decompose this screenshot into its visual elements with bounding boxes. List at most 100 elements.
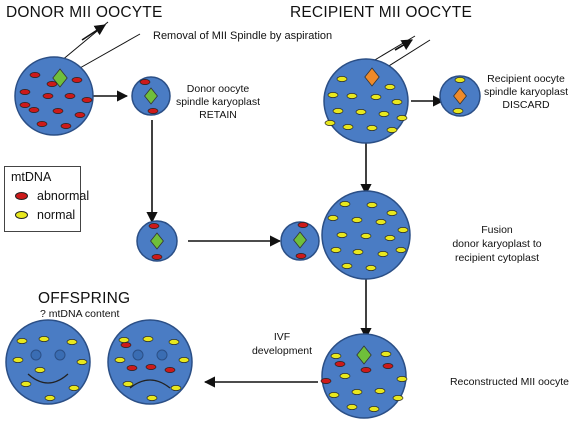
reconstructed-label: Reconstructed MII oocyte [449,376,570,388]
offspring-1-eye [54,349,66,361]
offspring-2-eye [156,349,168,361]
fusion-karyoplast-spindle [293,231,307,249]
removal-label: Removal of MII Spindle by aspiration [153,30,333,42]
normal-mtdna [68,385,80,391]
abnormal-mtdna [71,77,83,83]
recipient-spindle [364,67,380,87]
normal-mtdna [368,406,380,412]
normal-mtdna [391,99,403,105]
abnormal-mtdna [297,222,309,228]
normal-mtdna [346,404,358,410]
abnormal-mtdna [74,112,86,118]
recipient-header: RECIPIENT MII OOCYTE [290,4,472,21]
donor-aspiration-arrow [81,24,106,41]
fusion-line1: Fusion [481,224,513,236]
normal-mtdna [375,219,387,225]
normal-mtdna [366,202,378,208]
abnormal-mtdna [36,121,48,127]
normal-mtdna [339,201,351,207]
normal-mtdna [352,249,364,255]
donor-karyoplast-line3: RETAIN [199,109,237,121]
offspring-2-frown [129,379,171,389]
legend-abnormal-label: abnormal [37,189,90,203]
donor-oocyte [14,56,94,136]
donor-header: DONOR MII OOCYTE [6,4,163,21]
normal-mtdna [330,353,342,359]
normal-mtdna [454,77,466,83]
normal-mtdna [330,247,342,253]
normal-mtdna [396,376,408,382]
mtdna-legend: mtDNA abnormal normal [4,166,89,232]
abnormal-mtdna [120,342,132,348]
recipient-karyoplast-spindle [453,87,467,105]
abnormal-mtdna [42,93,54,99]
normal-mtdna [342,124,354,130]
abnormal-mtdna [151,254,163,260]
normal-mtdna [328,392,340,398]
donor-karyoplast-line2: spindle karyoplast [175,96,261,108]
abnormal-mtdna [148,223,160,229]
offspring-2-eye [132,349,144,361]
recipient-karyoplast-line2: spindle karyoplast [483,86,569,98]
normal-mtdna [351,389,363,395]
normal-mtdna [452,108,464,114]
normal-mtdna [38,336,50,342]
karyoplast-before-fusion-spindle [150,232,164,250]
reconstructed-spindle [356,345,372,365]
donor-karyoplast-line1: Donor oocyte [186,83,250,95]
normal-mtdna [44,395,56,401]
abnormal-mtdna [46,81,58,87]
normal-mtdna [324,120,336,126]
normal-mtdna [374,388,386,394]
normal-mtdna [146,395,158,401]
normal-mtdna [380,351,392,357]
abnormal-mtdna [360,367,372,373]
normal-mtdna [336,232,348,238]
normal-mtdna [178,357,190,363]
offspring-1-eye [30,349,42,361]
normal-mtdna [397,227,409,233]
donor-spindle [52,68,68,88]
normal-mtdna [396,115,408,121]
normal-mtdna [370,94,382,100]
abnormal-mtdna [28,107,40,113]
offspring-header: OFFSPRING [38,290,131,307]
normal-mtdna [327,215,339,221]
recipient-karyoplast-line3: DISCARD [502,99,550,111]
normal-mtdna [386,210,398,216]
normal-mtdna [384,84,396,90]
normal-mtdna [16,338,28,344]
normal-mtdna [386,127,398,133]
legend-normal: normal [5,208,75,222]
ivf-line1: IVF [273,331,291,343]
abnormal-mtdna [139,79,151,85]
normal-mtdna [346,93,358,99]
abnormal-mtdna [126,365,138,371]
normal-mtdna [20,381,32,387]
fusion-line2: donor karyoplast to [452,238,542,250]
normal-mtdna [355,109,367,115]
abnormal-mtdna [145,364,157,370]
normal-mtdna [66,339,78,345]
offspring-1-smile [27,373,69,384]
normal-mtdna [378,111,390,117]
ivf-line2: development [251,345,313,357]
normal-mtdna [366,125,378,131]
abnormal-swatch [15,192,28,200]
normal-mtdna [395,247,407,253]
normal-mtdna [34,367,46,373]
legend-normal-label: normal [37,208,76,222]
recipient-aspiration-arrow [394,39,413,51]
normal-mtdna [384,235,396,241]
abnormal-mtdna [164,367,176,373]
abnormal-mtdna [382,363,394,369]
abnormal-mtdna [52,108,64,114]
normal-mtdna [336,76,348,82]
normal-swatch [15,211,28,219]
normal-mtdna [12,357,24,363]
offspring-subtitle: ? mtDNA content [40,308,120,320]
fusion-line3: recipient cytoplast [454,252,540,264]
normal-mtdna [114,357,126,363]
normal-mtdna [168,339,180,345]
